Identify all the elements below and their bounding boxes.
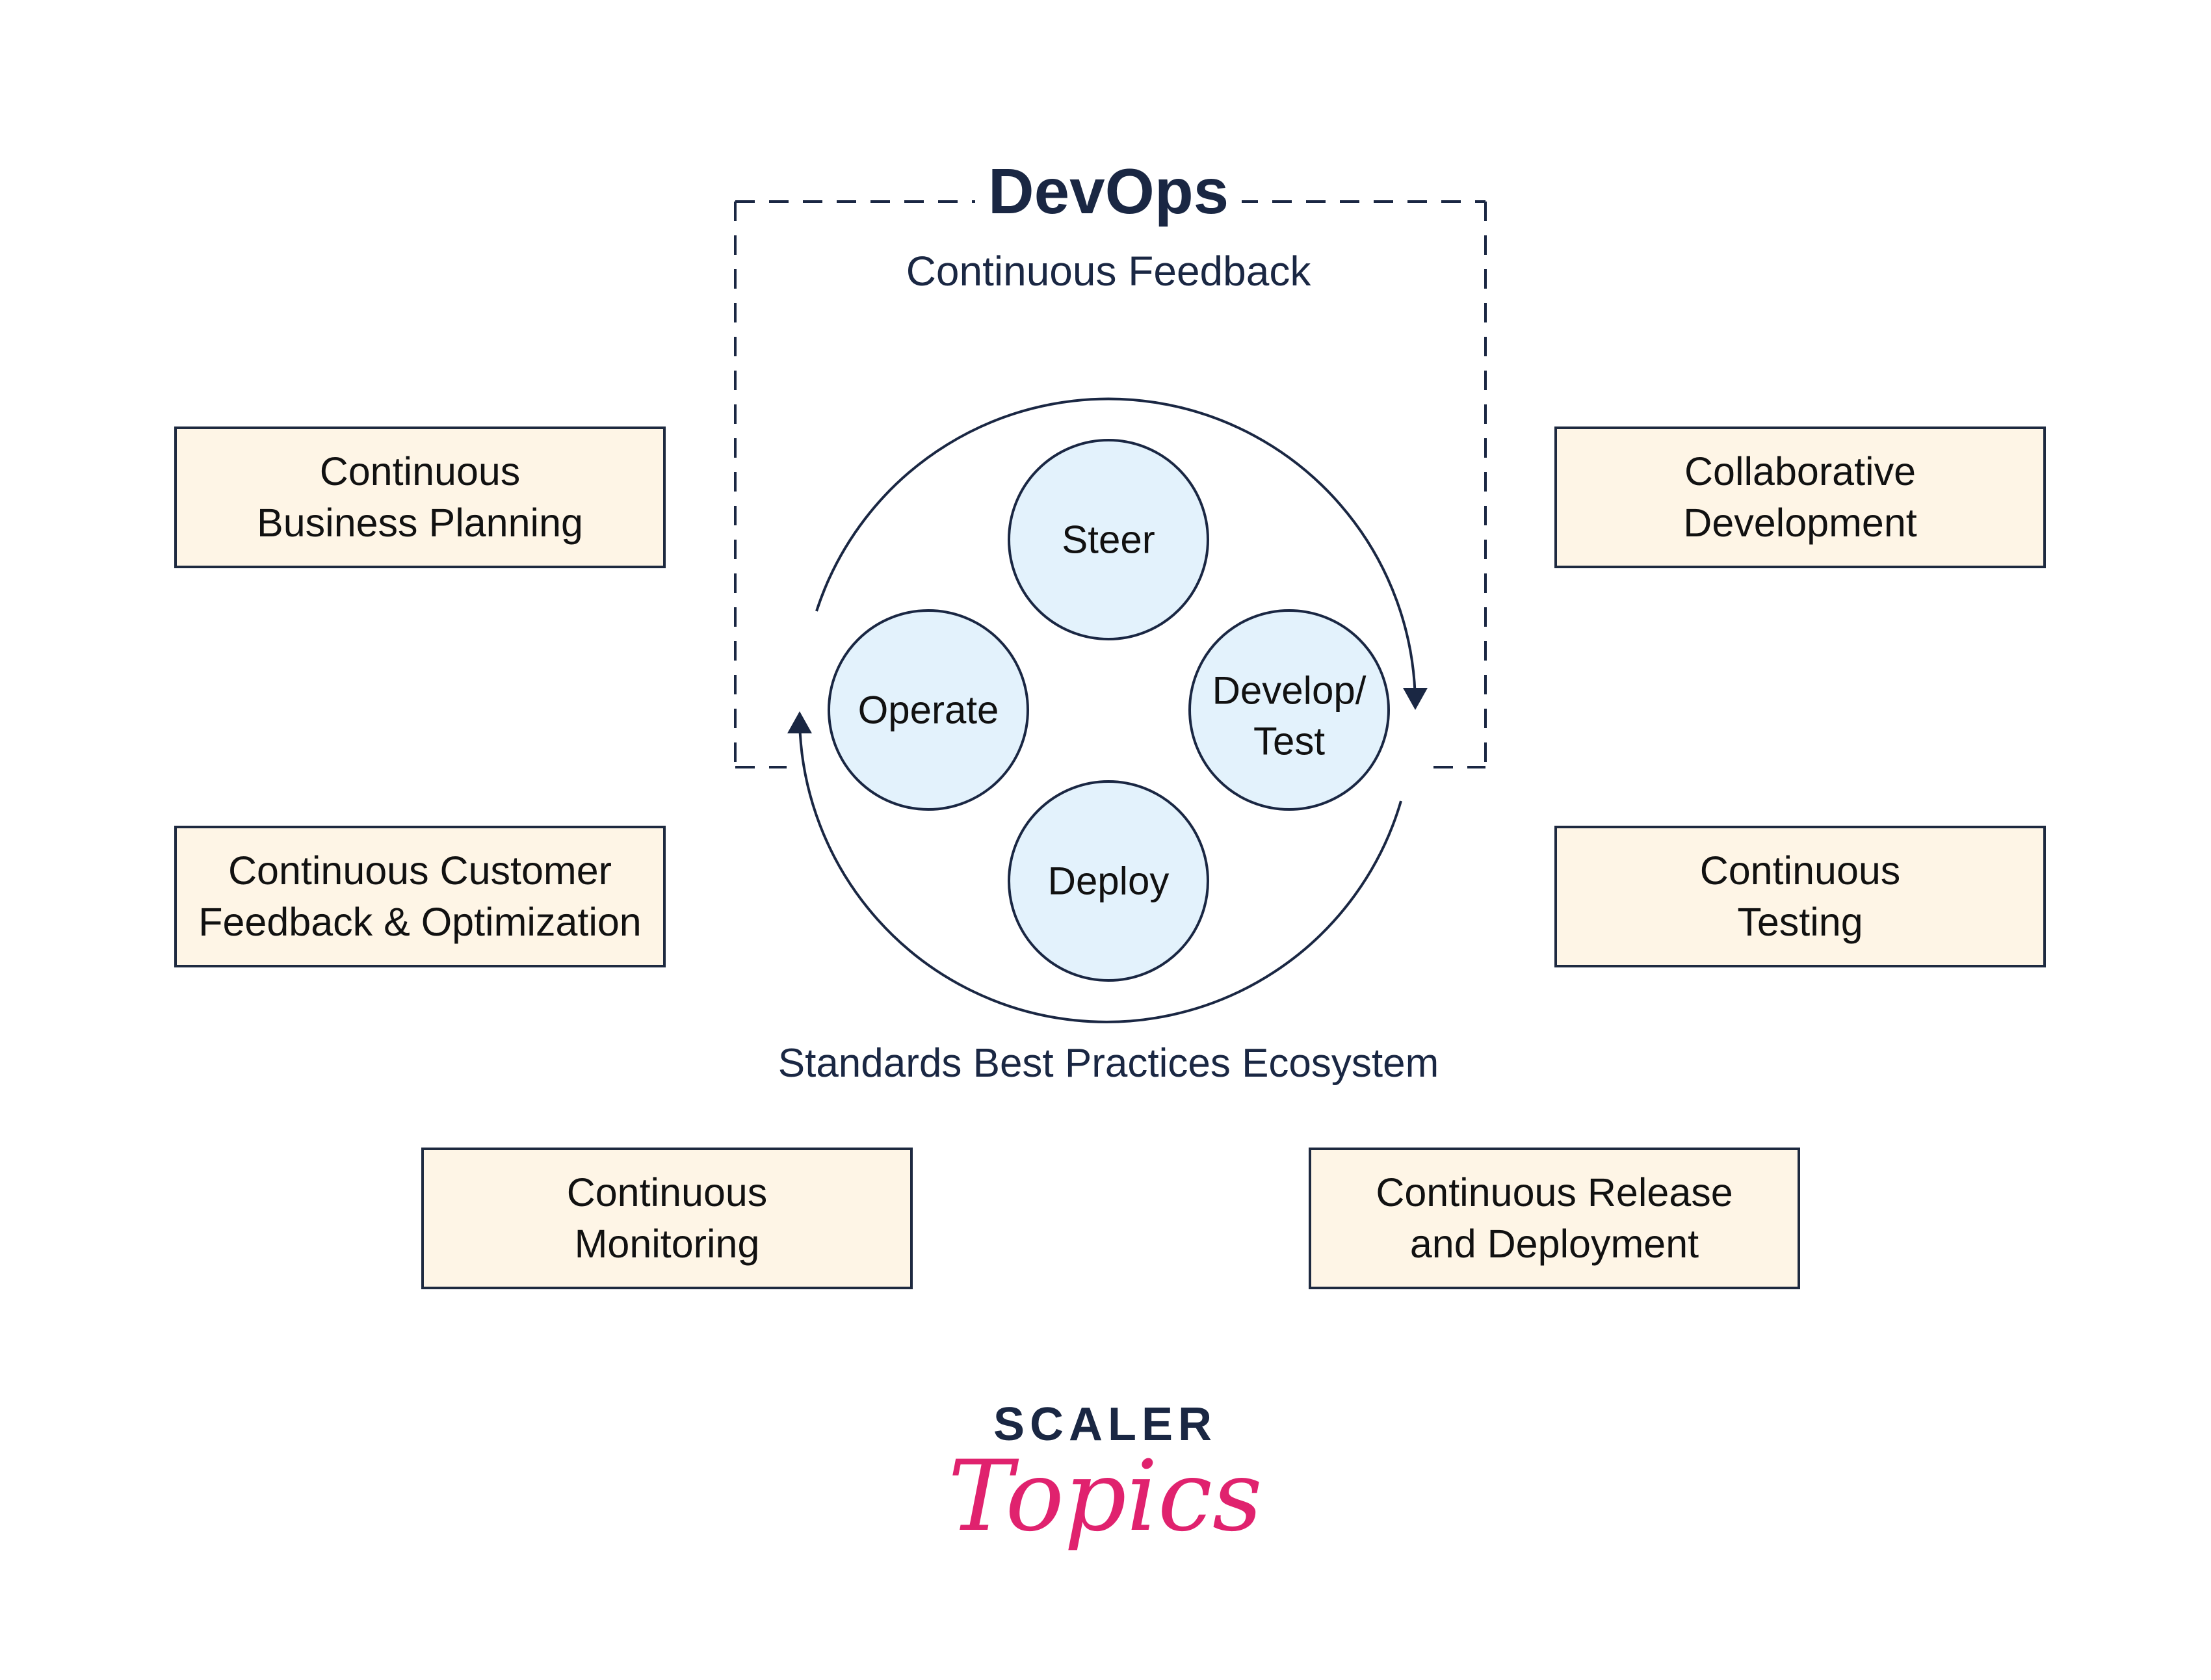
phase-steer-label: Steer [1062, 518, 1155, 562]
box-line: Continuous [566, 1170, 768, 1214]
box-line: Continuous Release [1376, 1170, 1733, 1214]
phase-operate-label: Operate [858, 689, 999, 732]
ecosystem-label: Standards Best Practices Ecosystem [778, 1041, 1439, 1086]
box-line: and Deployment [1409, 1222, 1699, 1266]
phase-deploy: Deploy [1008, 780, 1209, 982]
box-line: Feedback & Optimization [198, 900, 642, 944]
cycle-arrow-lower [798, 721, 1402, 1023]
box-line: Development [1683, 501, 1917, 545]
box-line: Testing [1737, 900, 1863, 944]
feedback-frame [734, 200, 1487, 768]
brand-logo-script: Topics [948, 1440, 1262, 1553]
cycle-arrow-upper [815, 397, 1419, 707]
phase-operate: Operate [828, 609, 1029, 811]
box-line: Continuous [1699, 848, 1901, 893]
box-line: Collaborative [1684, 449, 1916, 493]
phase-deploy-label: Deploy [1048, 860, 1170, 903]
box-line: Monitoring [574, 1222, 760, 1266]
box-line: Business Planning [257, 501, 583, 545]
phase-test-label: Test [1253, 720, 1325, 763]
phase-develop-test: Develop/ Test [1188, 609, 1390, 811]
arrow-head-right-icon [1403, 688, 1428, 710]
arrow-head-left-icon [787, 711, 812, 733]
brand-logo-text: SCALER [993, 1398, 1217, 1450]
box-line: Continuous Customer [228, 848, 612, 893]
phase-steer: Steer [1008, 439, 1209, 640]
phase-develop-label: Develop/ [1212, 669, 1367, 713]
box-release-deployment: Continuous Release and Deployment [1309, 1148, 1800, 1289]
diagram-subtitle: Continuous Feedback [906, 248, 1311, 295]
box-line: Continuous [319, 449, 521, 493]
diagram-title: DevOps [975, 155, 1242, 228]
